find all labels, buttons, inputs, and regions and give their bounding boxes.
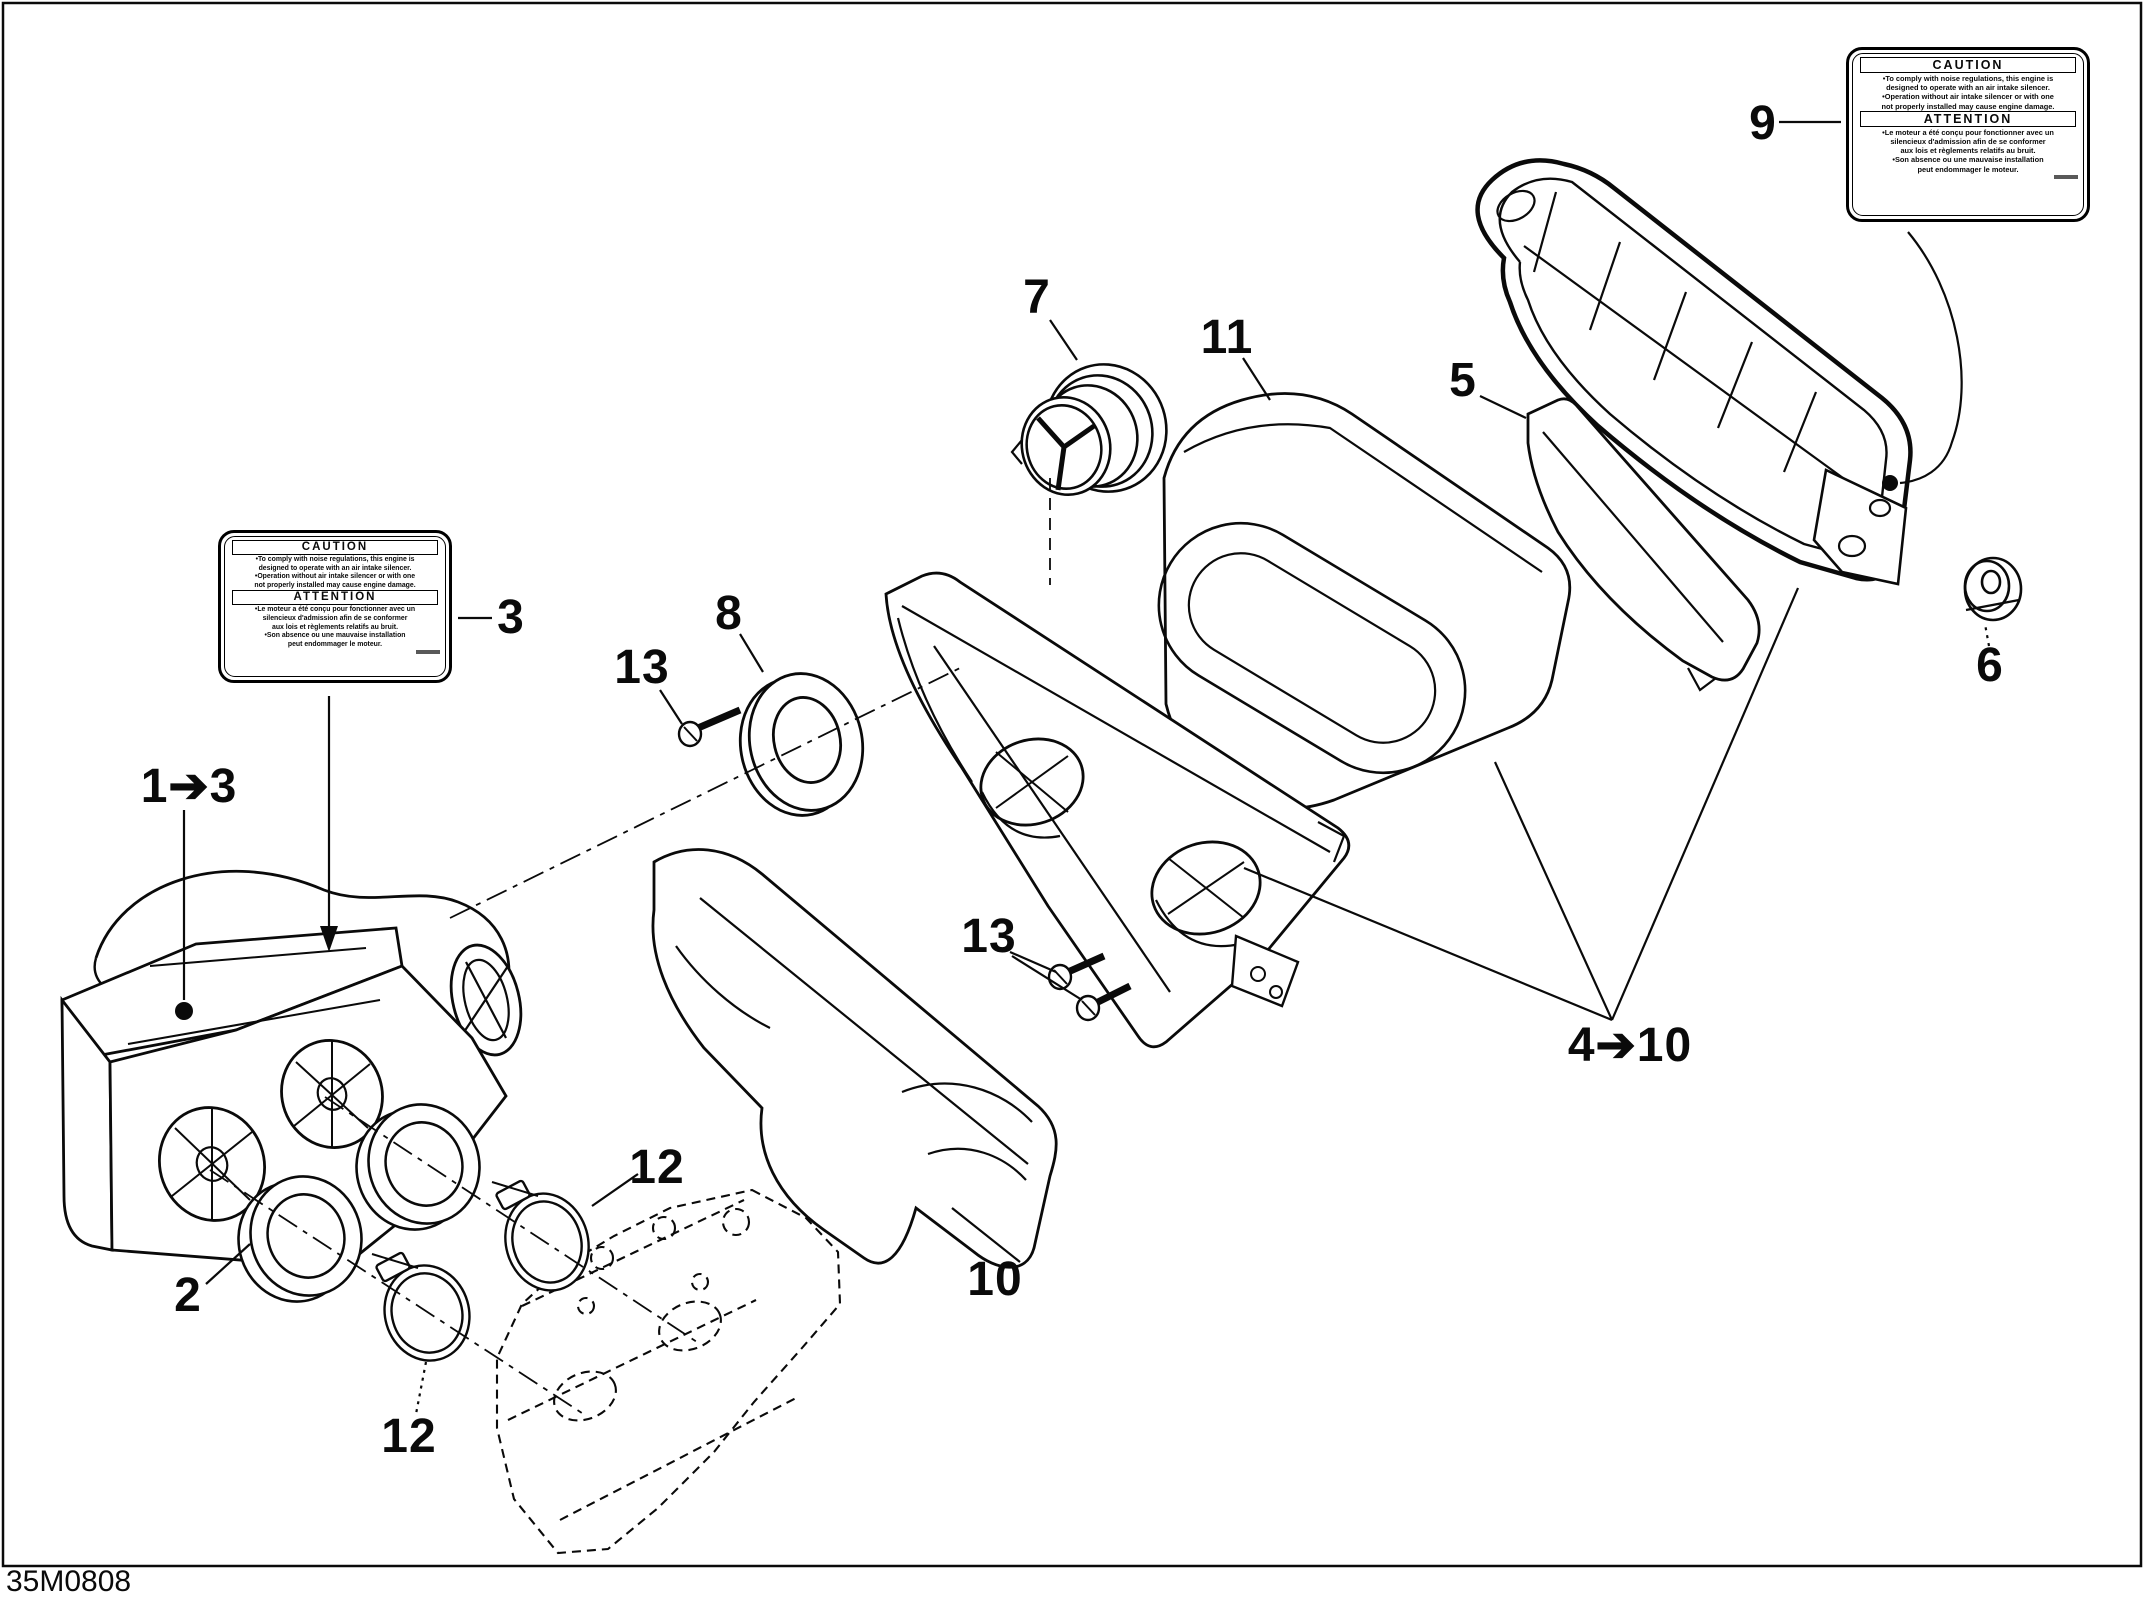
air-inlet-cap xyxy=(1010,363,1168,497)
filter-element xyxy=(1526,397,1761,692)
sheet-code: 35M0808 xyxy=(6,1565,132,1598)
adapter-sleeves xyxy=(237,1103,481,1303)
callout-8: 8 xyxy=(715,587,743,640)
attention-title: ATTENTION xyxy=(1860,110,2076,127)
callout-11: 11 xyxy=(1200,311,1254,364)
caution-sticker-right: CAUTION •To comply with noise regulation… xyxy=(1846,47,2090,222)
callout-5: 5 xyxy=(1449,354,1477,407)
callout-2: 2 xyxy=(174,1269,202,1322)
sticker-code-smudge xyxy=(416,650,440,655)
callout-1-to-3: 1➔3 xyxy=(140,760,238,813)
callout-10: 10 xyxy=(967,1253,1023,1306)
callout-12-a: 12 xyxy=(629,1141,685,1194)
airbox-base xyxy=(884,571,1351,1049)
callout-3: 3 xyxy=(497,591,525,644)
foam-silencer xyxy=(1157,392,1572,810)
callout-12-b: 12 xyxy=(381,1410,437,1463)
callout-7: 7 xyxy=(1023,271,1051,324)
attention-title: ATTENTION xyxy=(232,590,438,606)
caution-sticker-left: CAUTION •To comply with noise regulation… xyxy=(218,530,452,683)
border-frame xyxy=(1,1,2143,1568)
airbox-cover xyxy=(1475,158,1913,586)
callout-13-a: 13 xyxy=(614,641,670,694)
assembly-centerlines xyxy=(209,478,1051,1416)
hose-clamps xyxy=(371,1179,590,1362)
callout-4-to-10: 4➔10 xyxy=(1567,1019,1693,1072)
callout-13-b: 13 xyxy=(961,910,1017,963)
callout-9: 9 xyxy=(1749,97,1777,150)
caution-sticker-left-body: CAUTION •To comply with noise regulation… xyxy=(224,536,446,677)
caution-title: CAUTION xyxy=(232,540,438,555)
callout-6: 6 xyxy=(1976,639,2004,692)
caution-title: CAUTION xyxy=(1860,57,2076,73)
sticker-code-smudge xyxy=(2054,174,2078,179)
grommet-seal xyxy=(738,672,865,817)
leader-lines xyxy=(175,120,1991,1415)
caution-sticker-right-body: CAUTION •To comply with noise regulation… xyxy=(1852,53,2084,216)
air-deflector-shield xyxy=(651,848,1058,1269)
cap-nut xyxy=(1963,556,2023,622)
